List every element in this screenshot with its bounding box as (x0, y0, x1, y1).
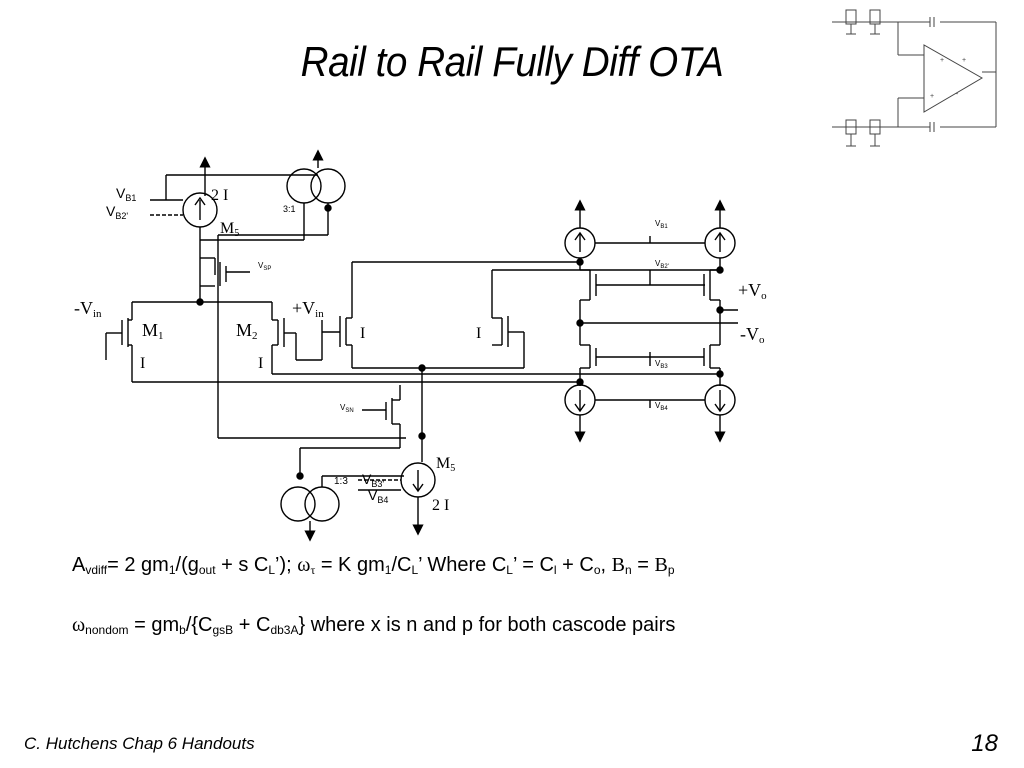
label-i-m2: I (258, 355, 263, 372)
label-tail-top: 2 I (211, 187, 228, 204)
slide-title: Rail to Rail Fully Diff OTA (300, 38, 724, 85)
svg-text:+: + (962, 57, 966, 64)
label-r-vb1: VB1 (655, 219, 668, 230)
label-neg-vin: -Vin (74, 298, 102, 320)
label-tail-bottom: 2 I (432, 497, 449, 514)
label-pos-vin: +Vin (292, 298, 324, 320)
label-vb4: VB4 (368, 487, 388, 505)
label-i-right: I (476, 325, 481, 342)
svg-text:-: - (956, 91, 959, 98)
label-r-vb3: VB3 (655, 359, 668, 370)
label-pos-vo: +Vo (738, 280, 767, 302)
svg-text:+: + (940, 57, 944, 64)
label-mirror-top: 3:1 (283, 204, 296, 214)
gain-equation: Avdiff= 2 gm1/(gout + s CL’); ωτ = K gm1… (72, 554, 675, 577)
label-r-vb4: VB4 (655, 401, 668, 412)
label-neg-vo: -Vo (740, 324, 765, 346)
page-number: 18 (971, 730, 998, 757)
label-m5-bottom: M5 (436, 455, 455, 474)
label-vb1: VB1 (116, 185, 136, 203)
label-m5-top: M5 (220, 220, 239, 239)
label-mirror-bottom: 1:3 (334, 476, 348, 487)
svg-text:+: + (930, 93, 934, 100)
label-r-vb2: VB2' (655, 259, 669, 270)
label-vsp: VSP (258, 261, 271, 272)
label-vb2: VB2' (106, 203, 128, 221)
footer-text: C. Hutchens Chap 6 Handouts (24, 734, 255, 753)
label-vsn: VSN (340, 403, 354, 414)
label-i-m1: I (140, 355, 145, 372)
label-i-left: I (360, 325, 365, 342)
nondominant-pole-equation: ωnondom = gmb/{CgsB + Cdb3A} where x is … (72, 614, 676, 637)
label-m1: M1 (142, 320, 164, 342)
label-m2: M2 (236, 320, 258, 342)
label-vb3: VB3' (362, 471, 384, 489)
